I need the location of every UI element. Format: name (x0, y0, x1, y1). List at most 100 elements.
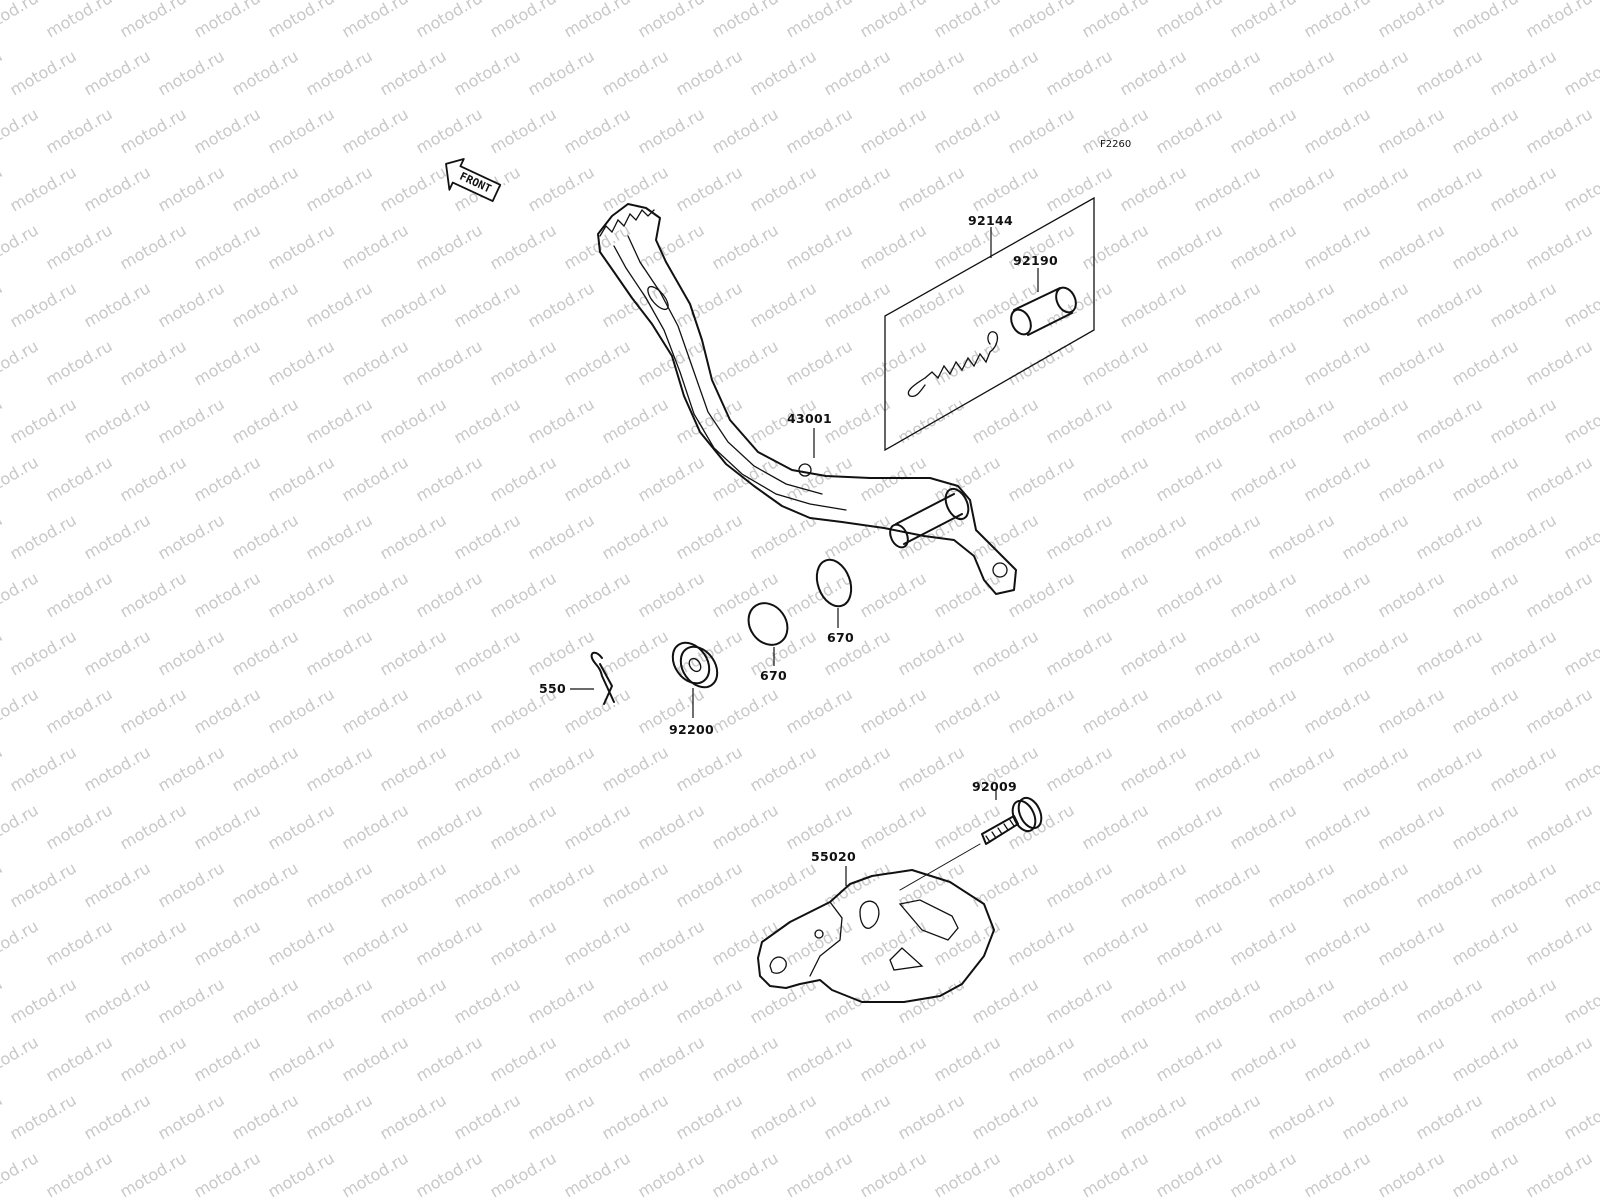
watermark-text: motod.ru (81, 1090, 154, 1143)
watermark-text: motod.ru (525, 1090, 598, 1143)
watermark-text: motod.ru (1449, 336, 1522, 389)
watermark-text: motod.ru (1079, 1032, 1152, 1085)
watermark-text: motod.ru (709, 220, 782, 273)
watermark-text: motod.ru (1339, 858, 1412, 911)
watermark-text: motod.ru (1375, 916, 1448, 969)
watermark-text: motod.ru (117, 1148, 190, 1200)
watermark-text: motod.ru (783, 1032, 856, 1085)
watermark-text: motod.ru (487, 220, 560, 273)
watermark-text: motod.ru (487, 104, 560, 157)
watermark-text: motod.ru (1191, 278, 1264, 331)
watermark-text: motod.ru (1043, 974, 1116, 1027)
watermark-text: motod.ru (303, 858, 376, 911)
watermark-text: motod.ru (229, 278, 302, 331)
watermark-text: motod.ru (1449, 684, 1522, 737)
watermark-text: motod.ru (1523, 336, 1596, 389)
watermark-text: motod.ru (1375, 104, 1448, 157)
watermark-text: motod.ru (43, 1032, 116, 1085)
watermark-text: motod.ru (7, 278, 80, 331)
watermark-text: motod.ru (599, 974, 672, 1027)
watermark-text: motod.ru (1449, 916, 1522, 969)
watermark-text: motod.ru (303, 394, 376, 447)
watermark-text: motod.ru (377, 278, 450, 331)
return-spring (907, 331, 999, 398)
watermark-text: motod.ru (1375, 336, 1448, 389)
watermark-text: motod.ru (1339, 278, 1412, 331)
watermark-text: motod.ru (1597, 452, 1600, 505)
watermark-text: motod.ru (1043, 742, 1116, 795)
watermark-text: motod.ru (1487, 278, 1560, 331)
watermark-text: motod.ru (857, 1032, 930, 1085)
watermark-text: motod.ru (1487, 162, 1560, 215)
watermark-text: motod.ru (155, 742, 228, 795)
watermark-text: motod.ru (599, 626, 672, 679)
watermark-text: motod.ru (265, 568, 338, 621)
watermark-text: motod.ru (191, 1032, 264, 1085)
watermark-text: motod.ru (1561, 1090, 1600, 1143)
watermark-text: motod.ru (561, 916, 634, 969)
watermark-text: motod.ru (1523, 1032, 1596, 1085)
watermark-text: motod.ru (1265, 742, 1338, 795)
watermark-text: motod.ru (1339, 394, 1412, 447)
watermark-text: motod.ru (303, 742, 376, 795)
watermark-text: motod.ru (1449, 0, 1522, 41)
watermark-text: motod.ru (1523, 916, 1596, 969)
watermark-text: motod.ru (673, 46, 746, 99)
watermark-text: motod.ru (1043, 510, 1116, 563)
watermark-text: motod.ru (1449, 800, 1522, 853)
watermark-text: motod.ru (857, 800, 930, 853)
watermark-text: motod.ru (0, 104, 42, 157)
watermark-text: motod.ru (155, 626, 228, 679)
watermark-text: motod.ru (0, 278, 6, 331)
watermark-text: motod.ru (1449, 568, 1522, 621)
watermark-text: motod.ru (117, 104, 190, 157)
watermark-text: motod.ru (1523, 568, 1596, 621)
watermark-text: motod.ru (265, 1148, 338, 1200)
watermark-text: motod.ru (1487, 974, 1560, 1027)
watermark-text: motod.ru (969, 394, 1042, 447)
watermark-text: motod.ru (1375, 452, 1448, 505)
watermark-text: motod.ru (1597, 1148, 1600, 1200)
watermark-text: motod.ru (1597, 684, 1600, 737)
watermark-text: motod.ru (1561, 858, 1600, 911)
watermark-text: motod.ru (487, 0, 560, 41)
watermark-text: motod.ru (525, 510, 598, 563)
watermark-text: motod.ru (451, 858, 524, 911)
watermark-text: motod.ru (1153, 1148, 1226, 1200)
watermark-text: motod.ru (265, 684, 338, 737)
watermark-text: motod.ru (339, 800, 412, 853)
watermark-text: motod.ru (1079, 916, 1152, 969)
watermark-text: motod.ru (821, 278, 894, 331)
watermark-text: motod.ru (303, 1090, 376, 1143)
watermark-text: motod.ru (1339, 1090, 1412, 1143)
part-label-670-b: 670 (760, 668, 787, 683)
watermark-text: motod.ru (783, 452, 856, 505)
watermark-text: motod.ru (1597, 336, 1600, 389)
watermark-text: motod.ru (1153, 0, 1226, 41)
watermark-text: motod.ru (0, 1148, 42, 1200)
watermark-text: motod.ru (191, 104, 264, 157)
part-label-92009: 92009 (972, 779, 1017, 794)
watermark-text: motod.ru (339, 1032, 412, 1085)
watermark-text: motod.ru (1079, 568, 1152, 621)
watermark-text: motod.ru (7, 394, 80, 447)
watermark-text: motod.ru (525, 858, 598, 911)
watermark-text: motod.ru (1449, 220, 1522, 273)
watermark-text: motod.ru (1523, 800, 1596, 853)
watermark-text: motod.ru (1449, 1032, 1522, 1085)
watermark-text: motod.ru (599, 162, 672, 215)
bolt-92009 (899, 790, 1043, 891)
watermark-text: motod.ru (1043, 1090, 1116, 1143)
watermark-text: motod.ru (1117, 626, 1190, 679)
watermark-text: motod.ru (1301, 684, 1374, 737)
watermark-text: motod.ru (1597, 104, 1600, 157)
watermark-text: motod.ru (1413, 46, 1486, 99)
watermark-text: motod.ru (895, 46, 968, 99)
watermark-text: motod.ru (1005, 104, 1078, 157)
watermark-text: motod.ru (191, 0, 264, 41)
watermark-text: motod.ru (1265, 626, 1338, 679)
watermark-text: motod.ru (1005, 1148, 1078, 1200)
watermark-text: motod.ru (43, 452, 116, 505)
watermark-text: motod.ru (0, 394, 6, 447)
watermark-text: motod.ru (1005, 800, 1078, 853)
